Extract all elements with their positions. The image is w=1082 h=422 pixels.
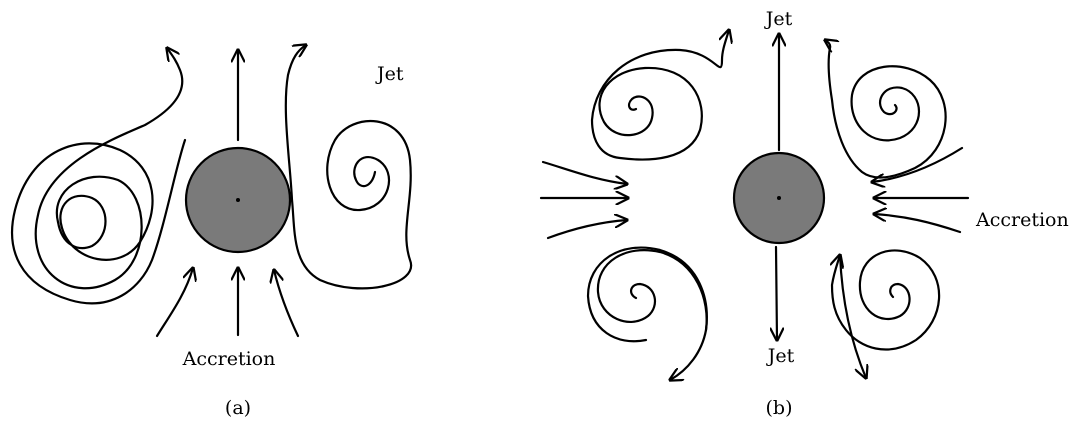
accretion-arrow-left-lower	[548, 220, 627, 238]
vortex-top-right	[825, 40, 946, 178]
accretion-arrow-right-lower	[874, 214, 960, 232]
panel-b: Jet Jet Accretion (b)	[541, 8, 1069, 419]
accretion-arrow-left-upper	[543, 162, 627, 184]
jet-label: Jet	[375, 63, 404, 85]
vortex-top-left	[592, 30, 729, 160]
jet-label-top: Jet	[764, 8, 793, 30]
panel-a: Jet Accretion (a)	[12, 45, 411, 419]
jet-label-bottom: Jet	[766, 345, 795, 367]
left-vortex-outer	[12, 140, 185, 303]
central-point	[236, 198, 240, 202]
accretion-label: Accretion	[975, 209, 1069, 231]
vortex-bottom-right	[832, 250, 939, 349]
panel-b-caption: (b)	[766, 397, 793, 419]
panel-a-caption: (a)	[225, 397, 251, 419]
jet-arrow-down	[776, 247, 777, 340]
accretion-label: Accretion	[182, 348, 276, 370]
accretion-arrow-left	[157, 268, 193, 336]
vortex-bottom-left-outer	[588, 248, 707, 342]
accretion-arrow-right	[274, 270, 298, 336]
left-vortex-streamline	[36, 48, 183, 288]
central-point	[777, 196, 781, 200]
